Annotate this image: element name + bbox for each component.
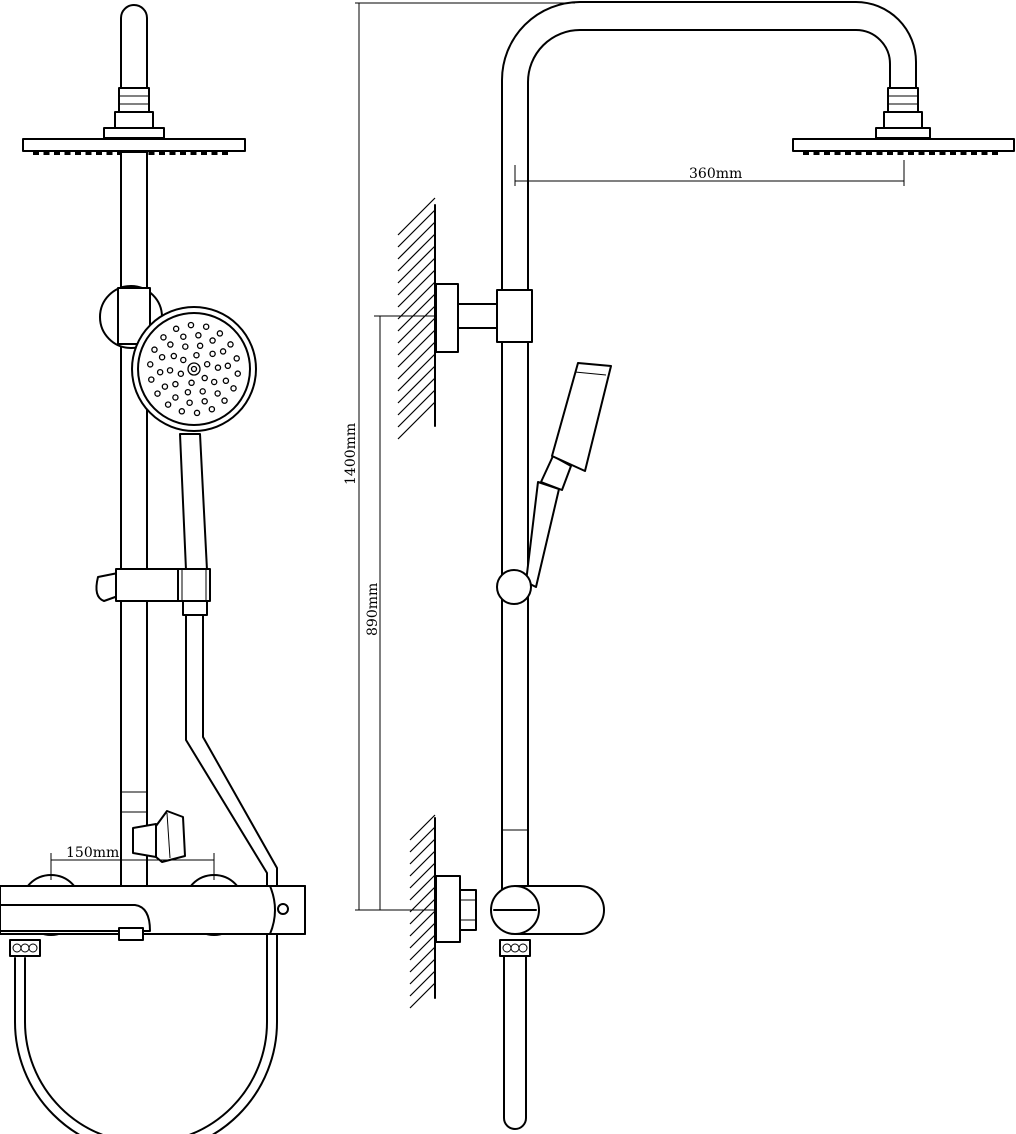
side-view: 1400mm 890mm: [343, 1, 1015, 1130]
dimension-label-360: 360mm: [689, 166, 742, 182]
dimension-overall-height: 1400mm: [343, 2, 575, 911]
dimension-label-890: 890mm: [365, 583, 381, 636]
hand-shower-icon: [131, 306, 257, 571]
front-view: 150mm: [0, 4, 306, 1134]
hand-shower-nozzles: [146, 321, 242, 417]
riser-bar: [120, 151, 148, 893]
diverter-knob-icon: [132, 810, 186, 863]
dimension-label-1400: 1400mm: [343, 423, 359, 485]
side-overhead-nozzle-row: [803, 151, 998, 155]
wall-hatch-lower-icon: [409, 814, 436, 1009]
hose-icon: [14, 600, 278, 1134]
thermostatic-mixer-icon: [0, 874, 306, 957]
hand-shower-side-icon: [496, 362, 612, 605]
side-mixer-icon: [435, 875, 605, 1130]
dimension-valve-centers: 150mm: [50, 845, 215, 880]
wall-hatch-icon: [397, 197, 436, 440]
dimension-label-150: 150mm: [66, 845, 119, 861]
dimension-bar-height: 890mm: [365, 315, 444, 910]
slider-holder-icon: [95, 568, 211, 602]
overhead-shower-icon: [22, 4, 246, 155]
side-wall-bracket-icon: [435, 283, 533, 353]
overhead-arm-icon: [501, 1, 1015, 291]
dimension-arm-reach: 360mm: [514, 160, 905, 186]
